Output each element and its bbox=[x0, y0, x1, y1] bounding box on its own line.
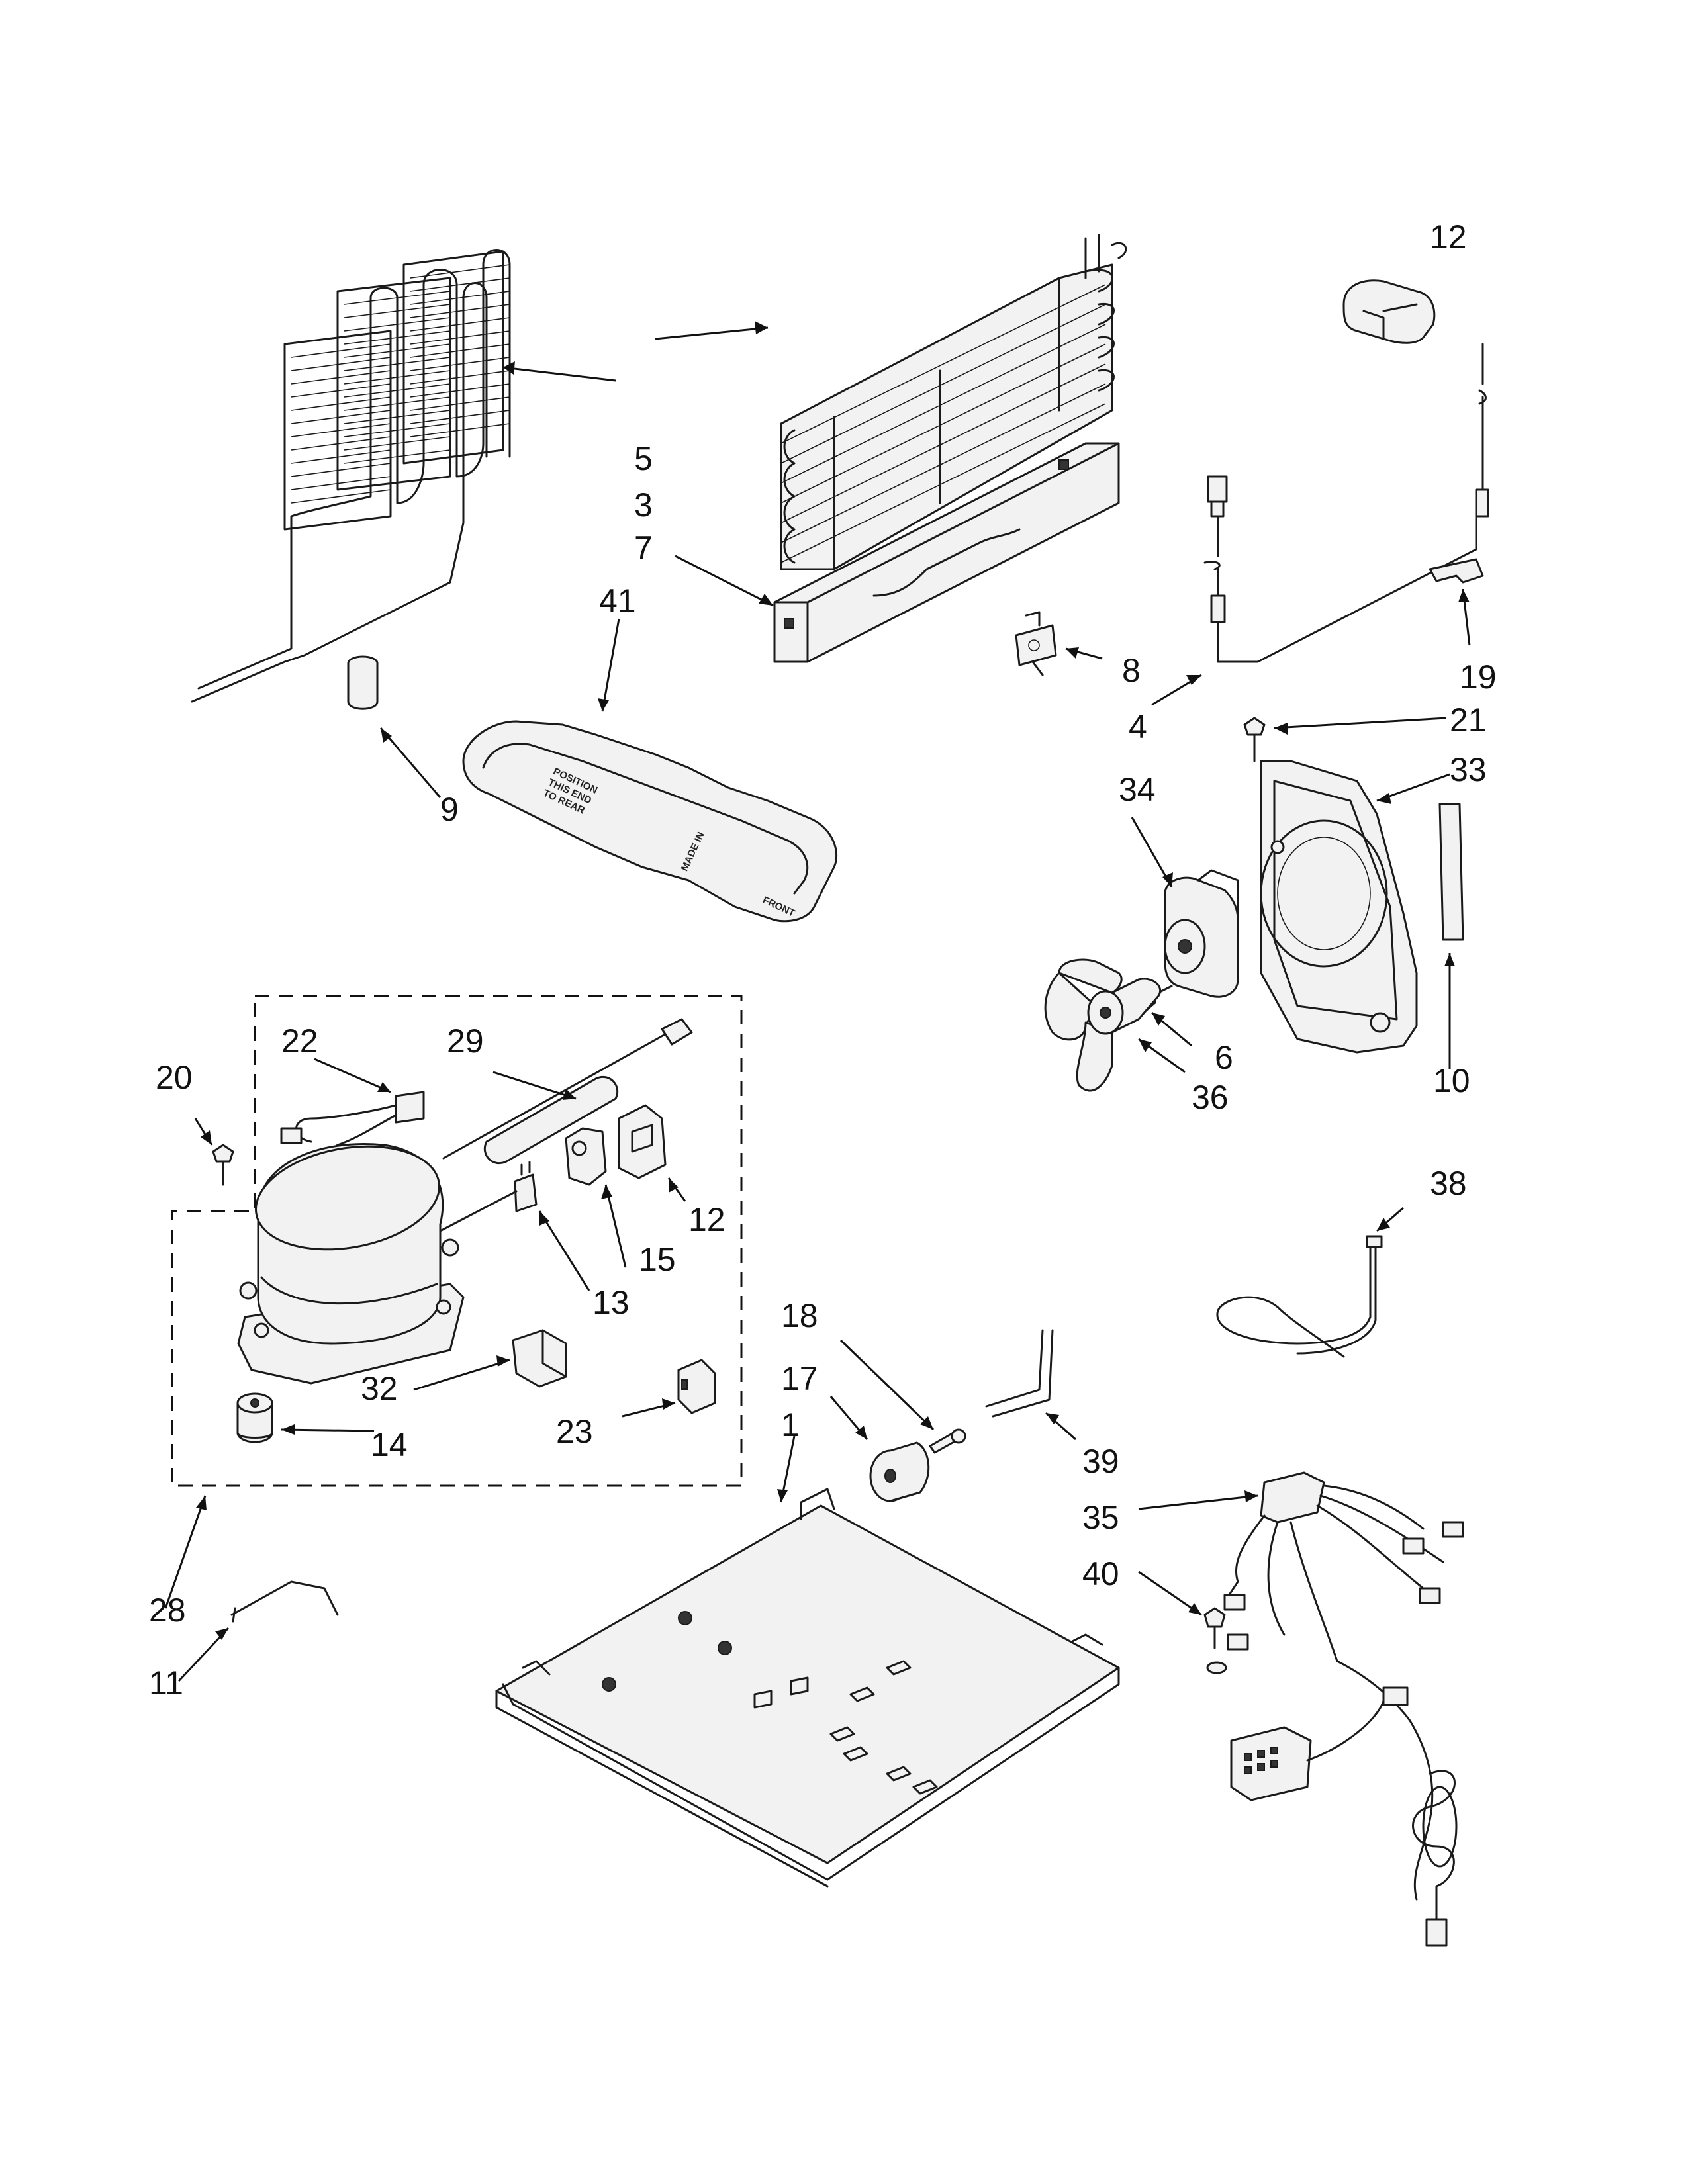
callout-38: 38 bbox=[1430, 1165, 1467, 1202]
callout-34: 34 bbox=[1119, 771, 1156, 808]
callout-39: 39 bbox=[1082, 1443, 1119, 1480]
callout-20: 20 bbox=[156, 1059, 193, 1096]
callout-17: 17 bbox=[781, 1360, 818, 1397]
drain-pan: POSITION THIS END TO REAR MADE IN FRONT bbox=[462, 720, 838, 923]
callout-8: 8 bbox=[1122, 652, 1141, 689]
wheel-17 bbox=[869, 1441, 930, 1502]
callout-36: 36 bbox=[1192, 1079, 1229, 1116]
callout-7: 7 bbox=[634, 529, 653, 567]
callout-4: 4 bbox=[1129, 708, 1147, 745]
compressor-group-box bbox=[171, 995, 743, 1487]
wire-harness-35 bbox=[1223, 1471, 1464, 1947]
terminal-13 bbox=[514, 1161, 538, 1212]
relay-15 bbox=[565, 1127, 607, 1186]
callout-35: 35 bbox=[1082, 1499, 1119, 1536]
evaporator-tray bbox=[773, 442, 1120, 663]
capsule-part bbox=[347, 655, 379, 710]
callout-13: 13 bbox=[592, 1284, 630, 1321]
callout-33: 33 bbox=[1450, 751, 1487, 788]
drier-29 bbox=[442, 1018, 693, 1165]
callout-29: 29 bbox=[447, 1023, 484, 1060]
compressor bbox=[237, 1143, 518, 1385]
screw-20 bbox=[212, 1144, 234, 1186]
ptc-23 bbox=[677, 1359, 716, 1414]
base-frame bbox=[495, 1488, 1120, 1888]
clip-19 bbox=[1429, 558, 1484, 584]
cap-part bbox=[1342, 279, 1436, 344]
clip-part bbox=[1015, 611, 1057, 676]
callout-28: 28 bbox=[149, 1592, 186, 1629]
callout-11: 11 bbox=[149, 1664, 183, 1702]
thermistor-lead bbox=[1203, 343, 1489, 663]
callout-41: 41 bbox=[599, 582, 636, 619]
fan-motor bbox=[1164, 869, 1239, 998]
grommet-14 bbox=[236, 1392, 273, 1443]
evaporator bbox=[780, 234, 1127, 570]
leader-arrowheads bbox=[196, 321, 1470, 1640]
screw-21 bbox=[1243, 717, 1266, 762]
tube-39 bbox=[985, 1329, 1054, 1418]
fan-shroud bbox=[1260, 760, 1418, 1054]
callout-15: 15 bbox=[639, 1241, 676, 1278]
condenser-coil bbox=[191, 249, 511, 703]
callout-32: 32 bbox=[361, 1370, 398, 1407]
callout-labels: 12 5 3 7 41 8 19 4 21 33 34 9 6 10 36 20… bbox=[149, 218, 1497, 1702]
callout-3: 3 bbox=[634, 486, 653, 523]
callout-14: 14 bbox=[371, 1426, 408, 1463]
gasket-strip bbox=[1438, 803, 1464, 941]
callout-18: 18 bbox=[781, 1297, 818, 1334]
capacitor-32 bbox=[512, 1329, 567, 1388]
wire-clip-11 bbox=[230, 1580, 339, 1623]
callout-21: 21 bbox=[1450, 702, 1487, 739]
callout-23: 23 bbox=[556, 1413, 593, 1450]
callout-22: 22 bbox=[281, 1023, 318, 1060]
screw-40 bbox=[1203, 1607, 1227, 1674]
fan-blade bbox=[1044, 958, 1161, 1092]
callout-9: 9 bbox=[440, 791, 459, 828]
callout-10: 10 bbox=[1433, 1062, 1470, 1099]
callout-5: 5 bbox=[634, 440, 653, 477]
callout-1: 1 bbox=[781, 1406, 800, 1443]
water-line-38 bbox=[1216, 1235, 1383, 1358]
callout-19: 19 bbox=[1460, 659, 1497, 696]
callout-6: 6 bbox=[1215, 1039, 1233, 1076]
callout-12: 12 bbox=[688, 1201, 726, 1238]
axle-18 bbox=[929, 1428, 966, 1454]
overload-12 bbox=[618, 1104, 667, 1179]
callout-40: 40 bbox=[1082, 1555, 1119, 1592]
callout-16: 12 bbox=[1430, 218, 1467, 255]
